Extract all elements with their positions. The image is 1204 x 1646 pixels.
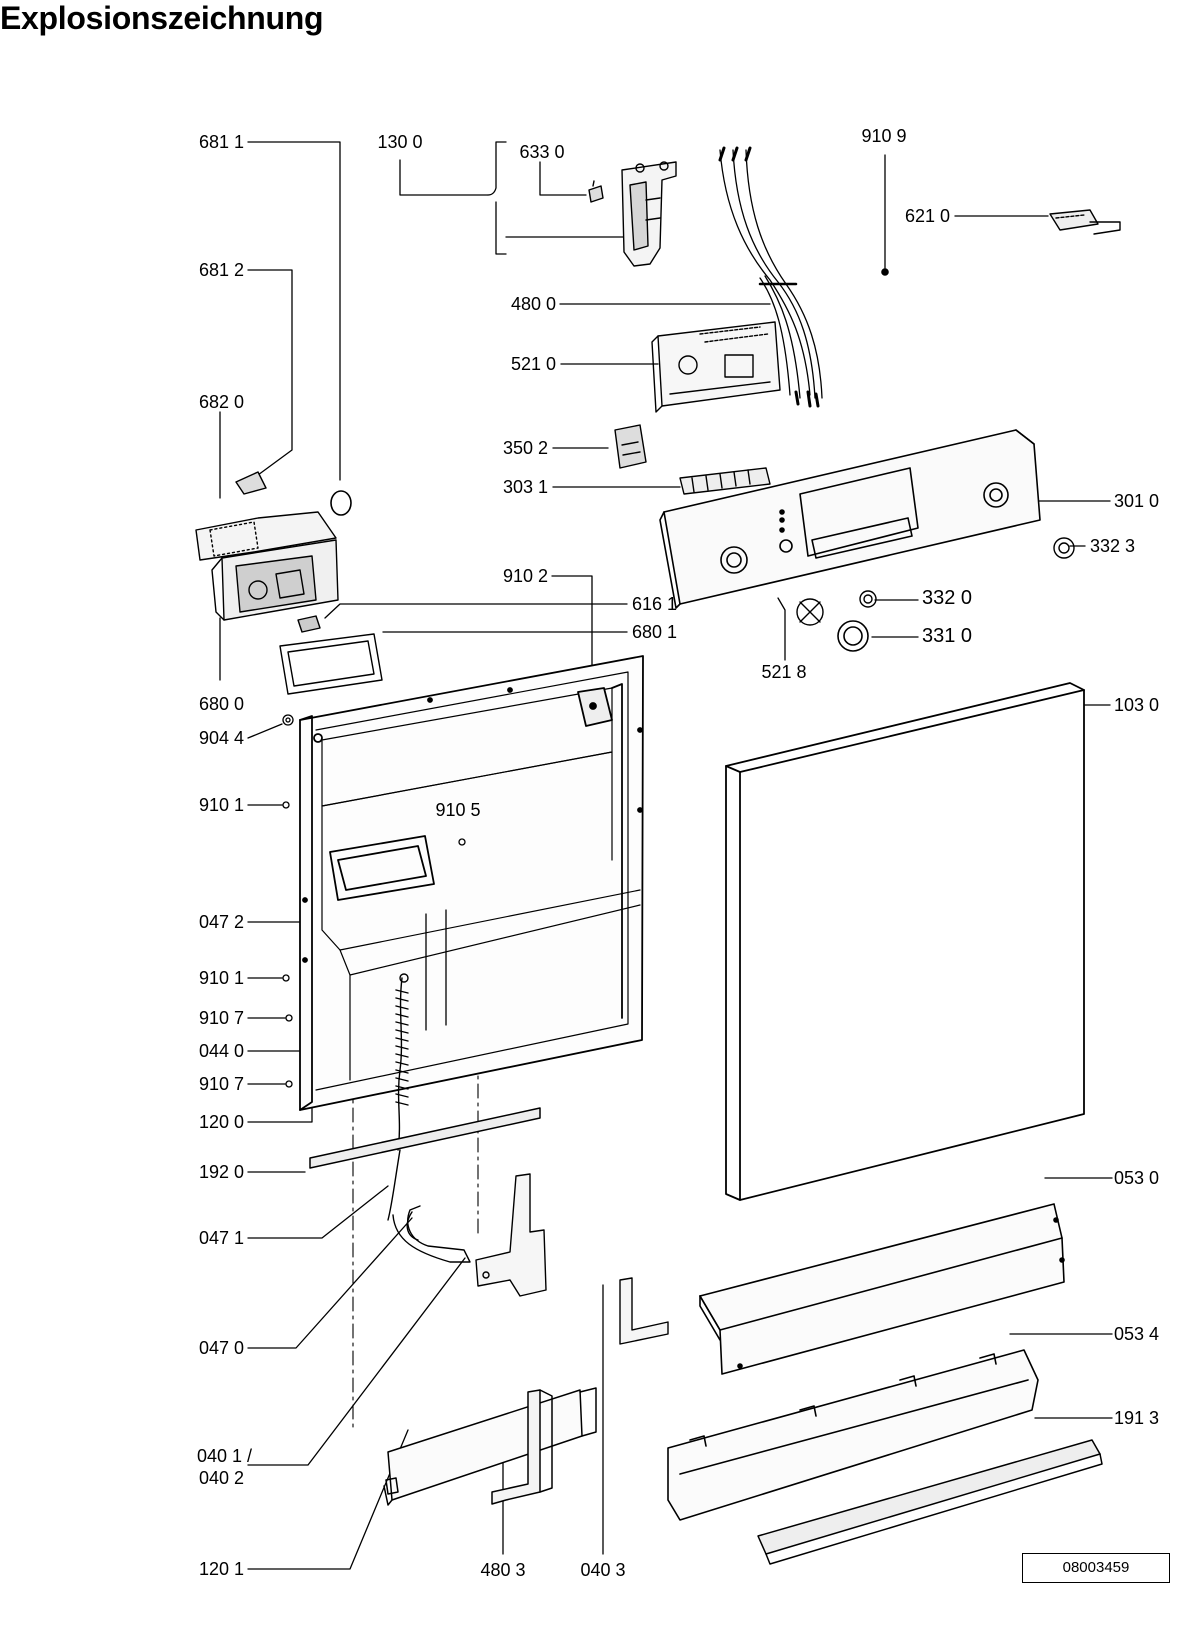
- part-label-1030: 103 0: [1114, 695, 1160, 715]
- part-label-4800: 480 0: [510, 294, 556, 314]
- part-label-9109: 910 9: [861, 126, 907, 146]
- part-label-1300: 130 0: [377, 132, 423, 152]
- connector-part: [1049, 209, 1121, 235]
- part-label-6161: 616 1: [632, 594, 678, 614]
- door-spring-part: [395, 973, 409, 1151]
- seal-ring-part: [330, 490, 352, 516]
- part-label-9105: 910 5: [435, 800, 481, 820]
- bottom-seal-strip-part: [757, 1439, 1103, 1565]
- screw-9109-part: [881, 268, 889, 276]
- detergent-dispenser-part: [195, 511, 339, 621]
- part-label-0402: 040 2: [198, 1468, 244, 1488]
- knob-3320-part: [859, 590, 877, 608]
- part-label-3323: 332 3: [1090, 536, 1136, 556]
- part-label-9107-bottom: 910 7: [198, 1074, 244, 1094]
- drawing-number-box: 08003459: [1022, 1553, 1170, 1583]
- cable-pulley-part: [387, 1149, 471, 1263]
- small-bracket-part: [619, 1277, 669, 1345]
- hinge-bracket-part: [475, 1173, 547, 1297]
- part-label-9044: 904 4: [198, 728, 244, 748]
- part-label-0403: 040 3: [580, 1560, 626, 1580]
- part-label-4803: 480 3: [480, 1560, 526, 1580]
- part-label-3502: 350 2: [502, 438, 548, 458]
- part-label-1913: 191 3: [1114, 1408, 1160, 1428]
- button-strip-part: [679, 467, 771, 495]
- part-label-5218: 521 8: [761, 662, 807, 682]
- part-label-6800: 680 0: [198, 694, 244, 714]
- lower-panel-part: [699, 1203, 1065, 1375]
- part-label-9107-top: 910 7: [198, 1008, 244, 1028]
- part-label-1200: 120 0: [198, 1112, 244, 1132]
- part-label-6820: 682 0: [198, 392, 244, 412]
- part-label-5210: 521 0: [510, 354, 556, 374]
- door-strip-part: [309, 1107, 541, 1169]
- knob-3323-part: [1053, 537, 1075, 559]
- part-label-1201: 120 1: [198, 1559, 244, 1579]
- part-label-0471: 047 1: [198, 1228, 244, 1248]
- part-label-6210: 621 0: [904, 206, 950, 226]
- part-label-1920: 192 0: [198, 1162, 244, 1182]
- ring-3310-part: [837, 620, 869, 652]
- part-label-9102: 910 2: [502, 566, 548, 586]
- control-panel-part: [659, 429, 1041, 609]
- part-label-9101-top: 910 1: [198, 795, 244, 815]
- kick-plate-part: [667, 1349, 1039, 1521]
- control-board-part: [651, 321, 781, 413]
- wiring-harness-part: [718, 146, 823, 408]
- part-label-0470: 047 0: [198, 1338, 244, 1358]
- part-label-0472: 047 2: [198, 912, 244, 932]
- part-label-6811: 681 1: [198, 132, 244, 152]
- part-label-0401: 040 1 /: [196, 1446, 252, 1466]
- inner-door-part: [299, 655, 644, 1111]
- dispenser-gasket-part: [279, 633, 383, 695]
- part-label-0530: 053 0: [1114, 1168, 1160, 1188]
- part-label-0534: 053 4: [1114, 1324, 1160, 1344]
- lower-cover-part: [383, 1387, 597, 1506]
- part-label-3310: 331 0: [922, 625, 973, 647]
- part-label-3320: 332 0: [922, 587, 973, 609]
- door-lock-part: [621, 161, 677, 267]
- micro-switch-part: [588, 180, 604, 203]
- support-bracket-part: [491, 1389, 553, 1505]
- part-label-0440: 044 0: [198, 1041, 244, 1061]
- part-label-6801: 680 1: [632, 622, 678, 642]
- part-label-9101-bottom: 910 1: [198, 968, 244, 988]
- outer-door-panel-part: [725, 682, 1085, 1201]
- part-label-6330: 633 0: [519, 142, 565, 162]
- part-label-3031: 303 1: [502, 477, 548, 497]
- part-label-6812: 681 2: [198, 260, 244, 280]
- part-label-3010: 301 0: [1114, 491, 1160, 511]
- screws: [282, 714, 466, 1088]
- selector-switch-part: [796, 598, 824, 626]
- relay-part: [614, 424, 647, 469]
- page-title: Explosionszeichnung: [0, 0, 324, 36]
- latch-part: [297, 615, 321, 633]
- lever-part: [235, 471, 267, 495]
